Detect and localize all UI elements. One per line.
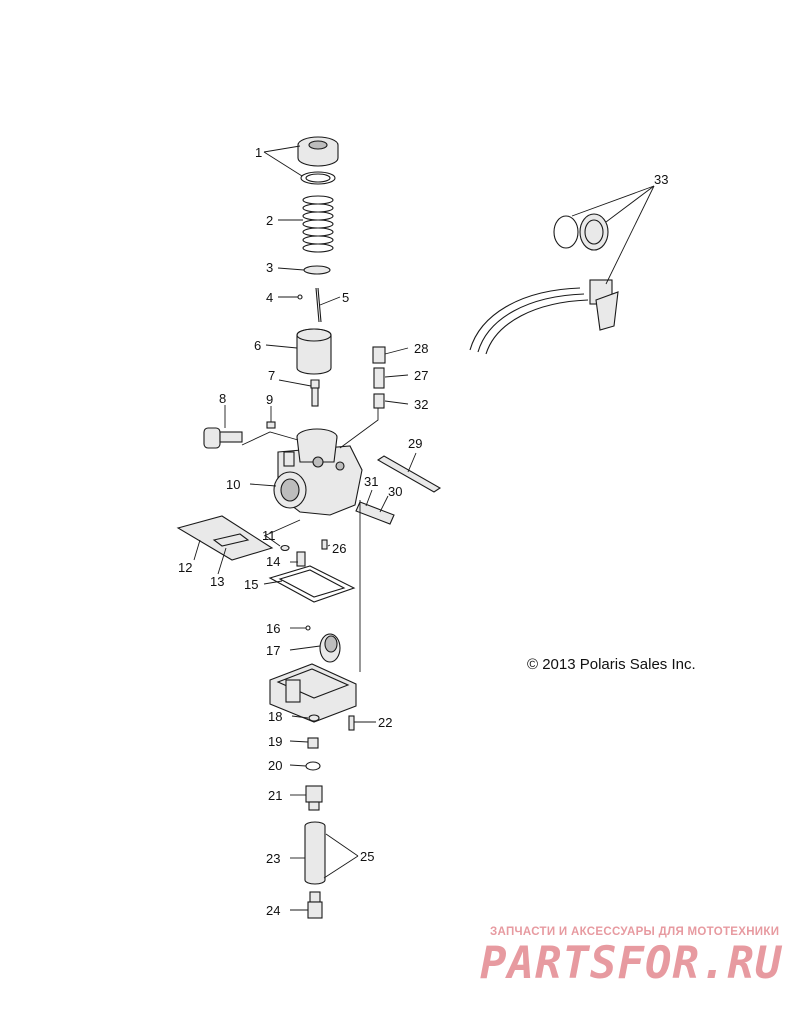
callout-15: 15 [244,577,258,592]
copyright-notice: © 2013 Polaris Sales Inc. [527,656,696,673]
part-19-20 [305,737,321,771]
callout-3: 3 [266,260,273,275]
callout-11: 11 [262,528,276,543]
part-rod-29 [376,455,442,493]
callout-16: 16 [266,621,280,636]
part-choke [203,427,243,449]
callout-13: 13 [210,574,224,589]
part-plate [303,265,331,275]
part-float-bowl [269,663,357,723]
part-spring [302,195,334,253]
part-small-washers [280,539,328,552]
part-slide [296,328,332,375]
callout-4: 4 [266,290,273,305]
callout-25: 25 [360,849,374,864]
callout-19: 19 [268,734,282,749]
callout-21: 21 [268,788,282,803]
part-fitting-21 [305,785,323,811]
part-screws-18-22 [308,714,355,731]
callout-6: 6 [254,338,261,353]
callout-29: 29 [408,436,422,451]
part-carburetor-body [273,428,363,516]
callout-24: 24 [266,903,280,918]
part-fitting-24 [307,891,323,919]
callout-9: 9 [266,392,273,407]
part-pin-9 [266,421,276,429]
callout-17: 17 [266,643,280,658]
part-cap [297,136,339,185]
callout-30: 30 [388,484,402,499]
callout-33: 33 [654,172,668,187]
callout-5: 5 [342,290,349,305]
callout-26: 26 [332,541,346,556]
callout-28: 28 [414,341,428,356]
callout-1: 1 [255,145,262,160]
callout-labels: 1 2 3 4 5 6 7 8 9 10 11 12 13 14 15 16 1… [178,145,668,918]
watermark-logo: PARTSFOR.RU [480,938,783,989]
part-drain-tube [304,821,326,885]
part-float [305,625,341,663]
callout-20: 20 [268,758,282,773]
callout-10: 10 [226,477,240,492]
watermark-caption: ЗАПЧАСТИ И АКСЕССУАРЫ ДЛЯ МОТОТЕХНИКИ [490,926,780,938]
leader-lines [193,145,655,911]
callout-14: 14 [266,554,280,569]
callout-18: 18 [268,709,282,724]
part-filter-sheet [176,515,274,561]
callout-27: 27 [414,368,428,383]
callout-8: 8 [219,391,226,406]
part-gasket [268,565,356,603]
part-needle [297,287,322,323]
callout-12: 12 [178,560,192,575]
callout-22: 22 [378,715,392,730]
part-27-28-32 [372,346,386,409]
callout-7: 7 [268,368,275,383]
part-screw-7 [310,379,320,407]
callout-2: 2 [266,213,273,228]
callout-31: 31 [364,474,378,489]
callout-23: 23 [266,851,280,866]
callout-32: 32 [414,397,428,412]
part-30-31 [355,501,395,525]
part-jet-14 [296,551,306,567]
part-cable-assembly [469,213,619,355]
